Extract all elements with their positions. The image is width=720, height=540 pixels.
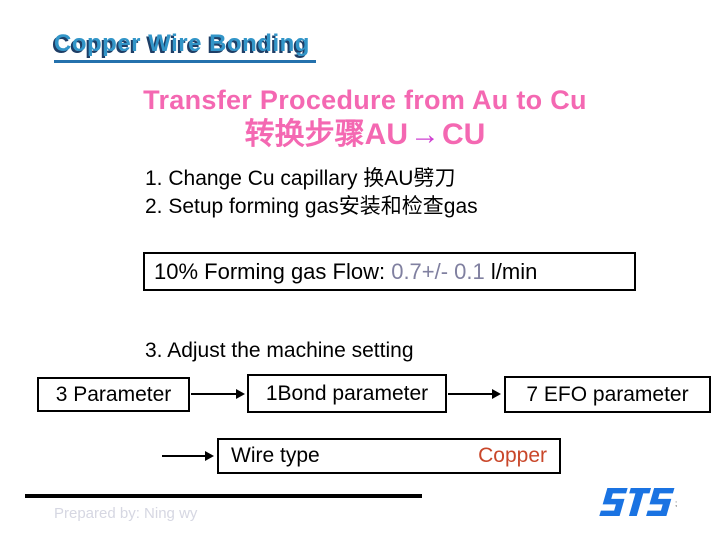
flow-box-bond-parameter: 1Bond parameter	[247, 374, 447, 413]
prepared-by-text: Prepared by: Ning wy	[54, 505, 198, 522]
logo-letter-s1	[599, 487, 628, 517]
flow-box-parameter: 3 Parameter	[37, 377, 190, 412]
slide-title: Copper Wire Bonding	[54, 30, 316, 63]
wire-type-arrow	[162, 451, 214, 461]
flow-arrow-1	[191, 389, 245, 399]
gas-flow-label: 10% Forming gas Flow:	[154, 259, 392, 284]
logo-letter-s2	[646, 487, 675, 517]
corner-mark: ;	[675, 499, 678, 508]
step-2: 2. Setup forming gas安装和检查gas	[145, 195, 478, 218]
heading-chinese-text: 转换步骤AU	[244, 118, 408, 151]
flow-arrow-2	[448, 389, 501, 399]
step-1: 1. Change Cu capillary 换AU劈刀	[145, 167, 456, 190]
heading-chinese-tail: CU	[442, 118, 486, 151]
heading-line-chinese: 转换步骤AU→CU	[80, 116, 650, 154]
wire-type-box: Wire type Copper	[217, 438, 561, 474]
sts-logo-icon	[599, 487, 675, 517]
gas-flow-unit: l/min	[484, 259, 538, 284]
footer-divider	[25, 494, 422, 498]
wire-type-value: Copper	[478, 444, 547, 467]
heading-line-english: Transfer Procedure from Au to Cu	[143, 85, 587, 115]
step-3: 3. Adjust the machine setting	[145, 339, 414, 362]
wire-type-label: Wire type	[231, 444, 320, 467]
flow-box-efo-parameter: 7 EFO parameter	[504, 376, 711, 413]
logo-letter-t	[628, 487, 652, 517]
right-arrow-glyph: →	[410, 118, 440, 151]
gas-flow-value: 0.7+/- 0.1	[391, 259, 485, 284]
slide-heading: Transfer Procedure from Au to Cu 转换步骤AU→…	[80, 84, 650, 154]
forming-gas-spec-box: 10% Forming gas Flow: 0.7+/- 0.1 l/min	[143, 252, 636, 291]
